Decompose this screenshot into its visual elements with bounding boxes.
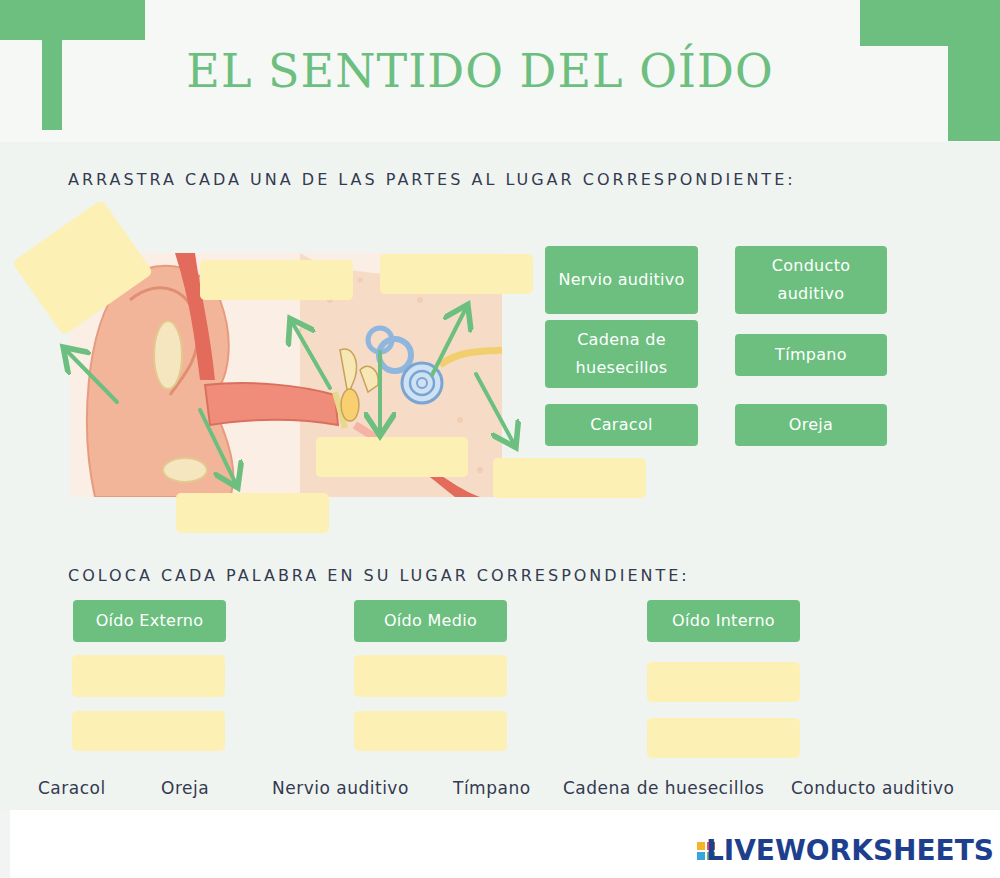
word-bank-item: Tímpano (453, 778, 531, 798)
category-header: Oído Interno (647, 600, 800, 642)
part-name: Caracol (590, 411, 653, 439)
part-name: Cadena de huesecillos (553, 326, 690, 382)
instruction-text: ARRASTRA CADA UNA DE LAS PARTES AL LUGAR… (68, 170, 796, 189)
watermark: LIVEWORKSHEETS (706, 834, 994, 867)
part-tile: Nervio auditivo (545, 246, 698, 314)
part-name: Oído Externo (96, 607, 204, 635)
category-header: Oído Medio (354, 600, 507, 642)
word-bank-item: Conducto auditivo (791, 778, 954, 798)
word-bank-item: Cadena de huesecillos (563, 778, 764, 798)
part-name: Tímpano (775, 341, 847, 369)
part-tile: Oreja (735, 404, 887, 446)
part-name: Oreja (789, 411, 833, 439)
part-name: Nervio auditivo (558, 266, 684, 294)
instruction-text: COLOCA CADA PALABRA EN SU LUGAR CORRESPO… (68, 566, 690, 585)
part-tile: Conducto auditivo (735, 246, 887, 314)
category-header: Oído Externo (73, 600, 226, 642)
part-name: Conducto auditivo (743, 252, 879, 308)
part-name: Oído Interno (672, 607, 775, 635)
part-tile: Tímpano (735, 334, 887, 376)
part-name: Oído Medio (384, 607, 477, 635)
part-tile: Cadena de huesecillos (545, 320, 698, 388)
worksheet-title: EL SENTIDO DEL OÍDO (140, 44, 820, 98)
word-bank-item: Oreja (161, 778, 209, 798)
word-bank-item: Nervio auditivo (272, 778, 409, 798)
part-tile: Caracol (545, 404, 698, 446)
word-bank-item: Caracol (38, 778, 106, 798)
